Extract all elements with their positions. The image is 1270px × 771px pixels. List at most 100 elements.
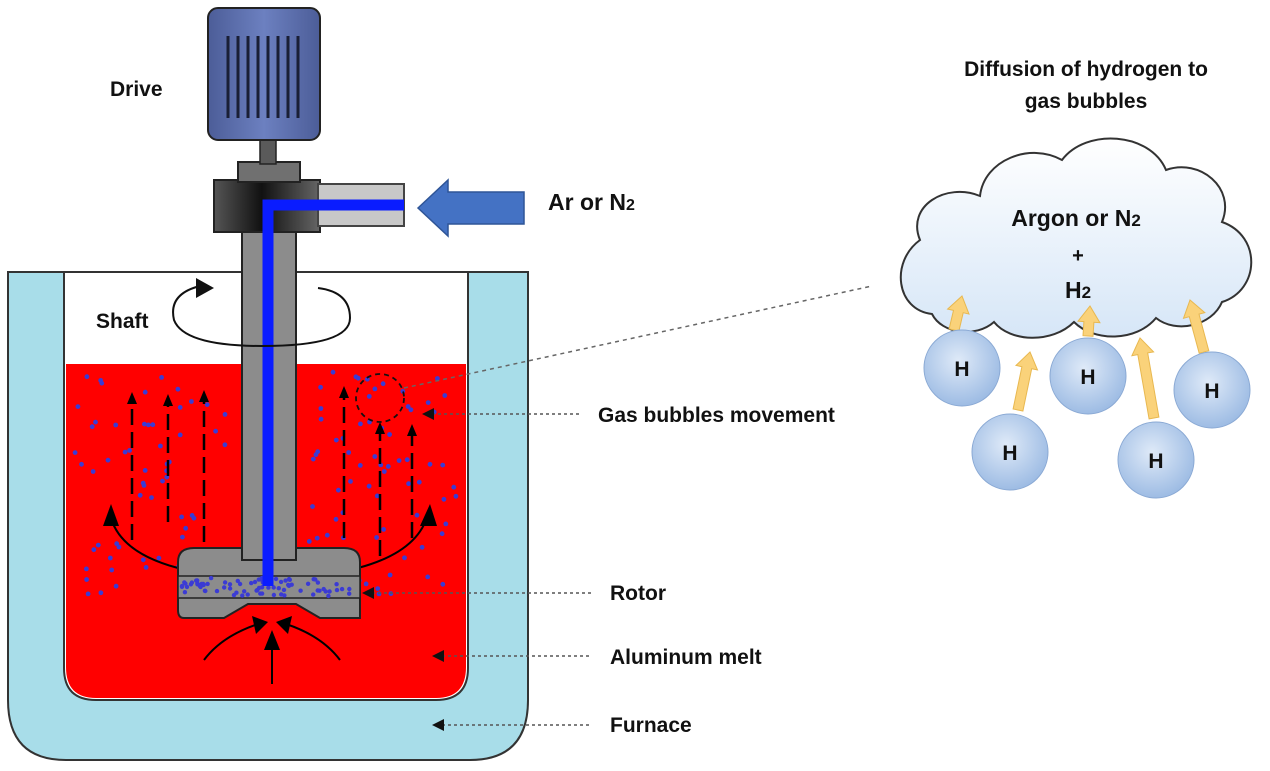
gas-bubble-dot — [113, 583, 119, 589]
rotor-gas-dot — [194, 578, 199, 583]
gas-bubble-dot — [177, 432, 183, 438]
gas-bubble-dot — [318, 384, 323, 390]
rotor-gas-dot — [347, 591, 352, 596]
gas-bubble-dot — [91, 547, 97, 553]
rotor-gas-dot — [271, 592, 277, 598]
hydrogen-atom-label: H — [1002, 442, 1017, 465]
rotor-gas-dot — [205, 581, 210, 587]
gas-bubble-dot — [127, 448, 132, 453]
gas-bubble-dot — [366, 394, 372, 399]
rotor-gas-dot — [222, 585, 227, 590]
gas-bubble-dot — [156, 555, 162, 561]
bubble-gas-label: Argon or N2 — [1011, 205, 1141, 231]
gas-bubble-dot — [140, 557, 146, 563]
gas-bubble-dot — [84, 374, 90, 380]
gas-bubble-dot — [336, 487, 341, 493]
gas-bubble-dot — [404, 457, 410, 463]
gas-bubble-dot — [98, 378, 104, 383]
gas-bubble-dot — [348, 479, 353, 484]
rise-arrow-head — [163, 394, 173, 406]
gas-bubble-dot — [441, 496, 447, 502]
shaft-label: Shaft — [96, 310, 149, 333]
rotor-flow-arrowheads — [103, 504, 437, 650]
rotor-label: Rotor — [610, 582, 666, 605]
coupling-top — [237, 161, 301, 183]
rotor-gas-dot — [252, 579, 258, 585]
rotation-arrow — [172, 278, 352, 348]
gas-bubble-dot — [387, 432, 392, 437]
gas-bubble-dot — [189, 399, 194, 404]
aluminum-melt-label: Aluminum melt — [610, 646, 762, 669]
gas-bubble-dot — [396, 458, 402, 463]
rotor-gas-dot — [266, 585, 271, 590]
gas-bubble-dot — [440, 462, 446, 468]
gas-bubble-dot — [122, 449, 128, 455]
hydrogen-atom — [923, 329, 1001, 407]
rotor-gas-dot — [311, 592, 316, 597]
gas-bubble-dot — [427, 461, 433, 467]
hydrogen-atom — [1049, 337, 1127, 415]
rotor-gas-dot — [237, 581, 243, 587]
diffusion-arrow — [946, 295, 970, 332]
rotor-gas-dot — [321, 586, 326, 592]
bubble-h2-label: H2 — [1065, 277, 1091, 303]
gas-bubble-dot — [85, 591, 91, 597]
gas-bubble-dot — [109, 567, 115, 573]
gas-bubble-dot — [374, 535, 379, 540]
gas-bubble-dot — [142, 421, 147, 427]
rotor-gas-dot — [326, 593, 331, 599]
hydrogen-atom-label: H — [954, 358, 969, 381]
rotor-gas-dot — [189, 580, 195, 585]
inset-title-line1: Diffusion of hydrogen to — [964, 58, 1208, 81]
gas-bubble-dot — [142, 468, 148, 473]
rotor-gas-dot — [197, 584, 203, 589]
gas-bubbles-movement-label: Gas bubbles movement — [598, 404, 835, 427]
gas-bubble-dot — [405, 404, 411, 409]
rotor-gas-dot — [315, 580, 321, 585]
rotor-gas-dot — [286, 576, 292, 582]
gas-bubble-dot — [416, 479, 422, 485]
rotor-gas-dot — [286, 583, 292, 588]
gas-bubble-dot — [406, 481, 411, 487]
diffusion-arrow — [1182, 299, 1210, 354]
rotor-gas-dot — [227, 582, 233, 587]
gas-bubble-dot — [75, 404, 81, 409]
rotor-gas-dot — [202, 588, 208, 593]
rotor-gas-dot — [227, 586, 233, 591]
rotor-gas-dot — [235, 578, 240, 584]
rotor-gas-dot — [327, 589, 332, 594]
rotor-gas-dot — [208, 575, 214, 581]
gas-inlet-label: Ar or N2 — [548, 189, 635, 215]
rotor-gas-dot — [184, 584, 190, 590]
gas-bubble-dot — [213, 428, 219, 434]
gas-bubble-dot — [375, 586, 381, 591]
gas-bubble-dot — [333, 437, 339, 443]
gas-bubble-dot — [408, 407, 414, 413]
gas-bubble-dot — [105, 457, 111, 463]
gas-bubble-dot — [419, 544, 425, 550]
rotor-gas-dot — [242, 589, 247, 594]
gas-bubble-dot — [385, 464, 391, 469]
gas-bubble-dot — [372, 386, 378, 392]
gas-bubble-dot — [442, 393, 448, 398]
gas-bubble-dot — [364, 376, 370, 382]
drive-label: Drive — [110, 78, 163, 101]
gas-bubble-dot — [453, 493, 459, 499]
gas-bubble-dot — [357, 463, 363, 468]
rotor-gas-dot — [245, 592, 250, 597]
gas-bubble-dot — [137, 492, 143, 498]
gas-bubble-dot — [93, 419, 98, 425]
rotor-gas-dot — [254, 588, 259, 593]
rotor-gas-dot — [315, 588, 320, 593]
gas-bubble-dot — [179, 514, 185, 520]
gas-bubble-dot — [222, 442, 228, 448]
gas-bubble-dots — [72, 369, 459, 597]
gas-bubble-dot — [333, 516, 339, 522]
rotor-gas-dot — [249, 580, 254, 586]
gas-bubble-dot — [204, 402, 210, 407]
rotor-gas-dot — [279, 592, 284, 597]
gas-bubble-dot — [142, 389, 148, 395]
rotor-gas-dot — [281, 587, 287, 593]
gas-bubble-dot — [114, 541, 120, 547]
